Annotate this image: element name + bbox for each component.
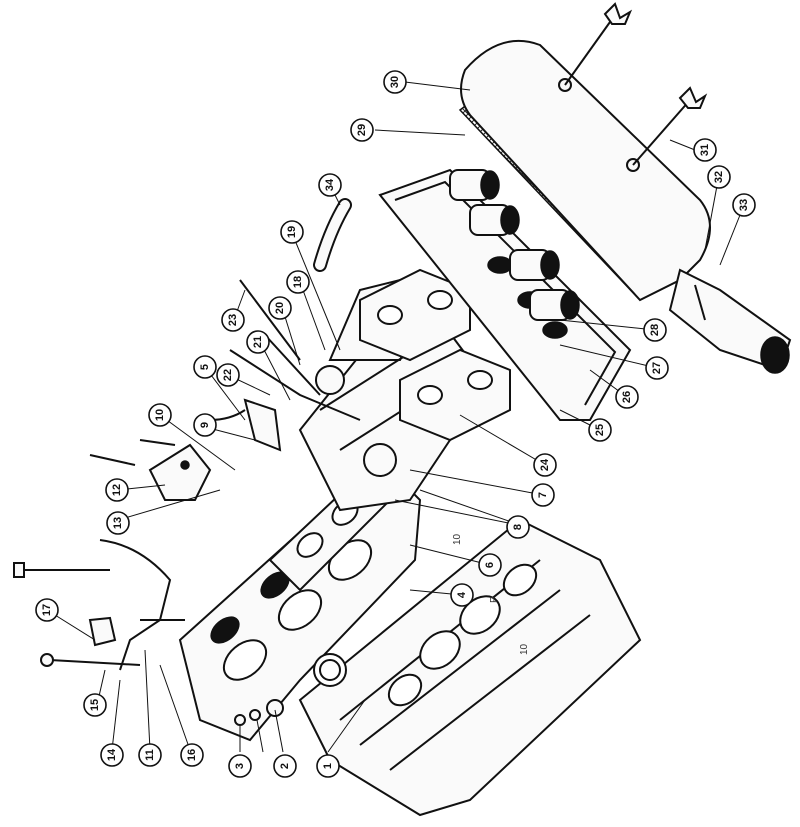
stray-mark-c: 10 — [519, 643, 530, 655]
svg-text:18: 18 — [292, 276, 304, 288]
air-cleaner-cover — [460, 39, 711, 302]
svg-text:20: 20 — [274, 302, 286, 314]
svg-text:32: 32 — [713, 171, 725, 183]
svg-text:29: 29 — [356, 124, 368, 136]
svg-text:12: 12 — [111, 484, 123, 496]
washers — [234, 699, 284, 726]
callout-27: 27 — [645, 356, 669, 380]
callout-20: 20 — [268, 296, 292, 320]
stray-mark-b: P — [489, 596, 500, 603]
svg-text:26: 26 — [621, 391, 633, 403]
callout-5: 5 — [193, 355, 217, 379]
vacuum-cap-and-bolts — [89, 439, 212, 501]
svg-text:24: 24 — [539, 458, 551, 471]
svg-text:11: 11 — [144, 749, 156, 761]
callouts: 1 2 3 4 5 6 7 8 9 10 11 12 13 14 15 16 1… — [35, 70, 756, 778]
svg-text:14: 14 — [106, 748, 118, 761]
callout-25: 25 — [588, 418, 612, 442]
intake-stubs — [449, 169, 580, 321]
svg-text:9: 9 — [199, 422, 211, 428]
svg-text:23: 23 — [227, 314, 239, 326]
svg-text:5: 5 — [199, 364, 211, 370]
svg-text:16: 16 — [186, 749, 198, 761]
svg-text:13: 13 — [112, 517, 124, 529]
callout-8: 8 — [506, 515, 530, 539]
svg-text:27: 27 — [651, 362, 663, 374]
callout-2: 2 — [273, 754, 297, 778]
callout-31: 31 — [693, 138, 717, 162]
support-brackets — [13, 539, 185, 671]
wing-nut-studs — [564, 2, 708, 166]
callout-33: 33 — [732, 193, 756, 217]
callout-24: 24 — [533, 453, 557, 477]
air-intake-snout — [668, 268, 792, 374]
svg-text:6: 6 — [484, 562, 496, 568]
svg-text:25: 25 — [594, 424, 606, 436]
carb-flanges — [359, 268, 511, 442]
callout-12: 12 — [105, 478, 129, 502]
throttle-linkage — [229, 279, 361, 421]
svg-text:21: 21 — [252, 336, 264, 348]
svg-text:33: 33 — [738, 199, 750, 211]
svg-text:19: 19 — [286, 226, 298, 238]
svg-text:8: 8 — [512, 524, 524, 530]
callout-6: 6 — [478, 553, 502, 577]
callout-3: 3 — [228, 754, 252, 778]
svg-text:10: 10 — [154, 409, 166, 421]
callout-10: 10 — [148, 403, 172, 427]
svg-text:30: 30 — [389, 76, 401, 88]
callout-30: 30 — [383, 70, 407, 94]
svg-text:4: 4 — [456, 591, 468, 598]
svg-text:34: 34 — [324, 178, 336, 191]
callout-23: 23 — [221, 308, 245, 332]
callout-9: 9 — [193, 413, 217, 437]
svg-text:2: 2 — [279, 763, 291, 769]
callout-14: 14 — [100, 743, 124, 767]
callout-22: 22 — [216, 363, 240, 387]
callout-34: 34 — [318, 173, 342, 197]
svg-text:3: 3 — [234, 763, 246, 769]
callout-19: 19 — [280, 220, 304, 244]
throttle-bracket — [209, 398, 282, 452]
stray-mark-a: 10 — [452, 533, 463, 545]
callout-13: 13 — [106, 511, 130, 535]
breather-hose — [313, 198, 352, 272]
callout-7: 7 — [531, 483, 555, 507]
svg-text:17: 17 — [41, 604, 53, 616]
svg-text:7: 7 — [537, 492, 549, 498]
callout-15: 15 — [83, 693, 107, 717]
callout-1: 1 — [316, 754, 340, 778]
engine-block — [298, 518, 642, 817]
svg-text:22: 22 — [222, 369, 234, 381]
callout-11: 11 — [138, 743, 162, 767]
svg-text:31: 31 — [699, 144, 711, 156]
callout-28: 28 — [643, 318, 667, 342]
callout-16: 16 — [180, 743, 204, 767]
svg-text:28: 28 — [649, 324, 661, 336]
callout-32: 32 — [707, 165, 731, 189]
callout-17: 17 — [35, 598, 59, 622]
callout-21: 21 — [246, 330, 270, 354]
callout-26: 26 — [615, 385, 639, 409]
svg-text:15: 15 — [89, 699, 101, 711]
callout-18: 18 — [286, 270, 310, 294]
callout-29: 29 — [350, 118, 374, 142]
svg-text:1: 1 — [322, 763, 334, 769]
callout-4: 4 — [450, 583, 474, 607]
